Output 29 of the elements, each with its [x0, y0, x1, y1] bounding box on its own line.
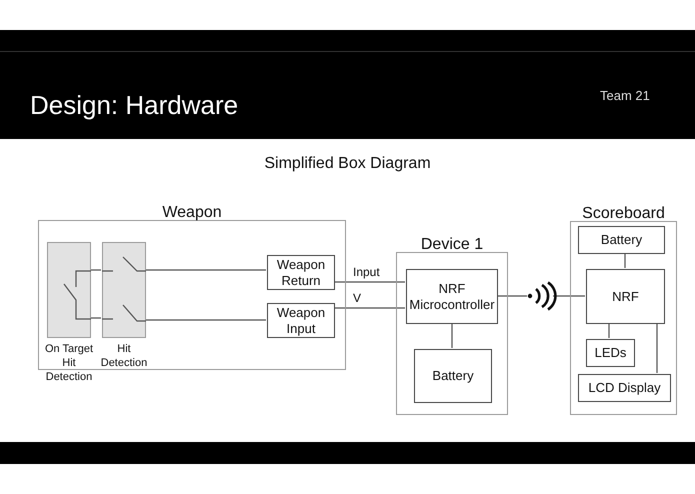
connector-line [497, 295, 527, 297]
component-box: LCD Display [578, 374, 671, 402]
connector-line [624, 253, 626, 268]
panel-label: Hit Detection [100, 343, 148, 370]
component-box: Battery [578, 226, 665, 254]
connector-line [90, 269, 101, 271]
component-box: Weapon Input [267, 303, 335, 338]
component-box: NRF [586, 269, 665, 324]
group-heading: Device 1 [420, 236, 484, 254]
connector-line [145, 269, 266, 271]
connector-line [145, 319, 266, 321]
component-box: NRF Microcontroller [406, 269, 498, 324]
subtitle: Simplified Box Diagram [263, 155, 432, 173]
group-heading: Scoreboard [581, 205, 666, 223]
connector-line [553, 295, 585, 297]
connector-line [608, 323, 610, 338]
connector-line [90, 317, 101, 319]
group-heading: Weapon [161, 204, 223, 222]
edge-label: Input [352, 266, 381, 280]
component-box: Weapon Return [267, 255, 335, 290]
connector-line [451, 323, 453, 348]
connector-line [656, 323, 658, 373]
component-box: LEDs [586, 339, 635, 367]
component-box: Battery [414, 349, 492, 403]
connector-line [334, 307, 405, 309]
panel-label: On Target Hit Detection [44, 343, 94, 384]
slide-title: Design: Hardware [30, 90, 238, 121]
team-label: Team 21 [600, 88, 650, 103]
connector-line [334, 281, 405, 283]
